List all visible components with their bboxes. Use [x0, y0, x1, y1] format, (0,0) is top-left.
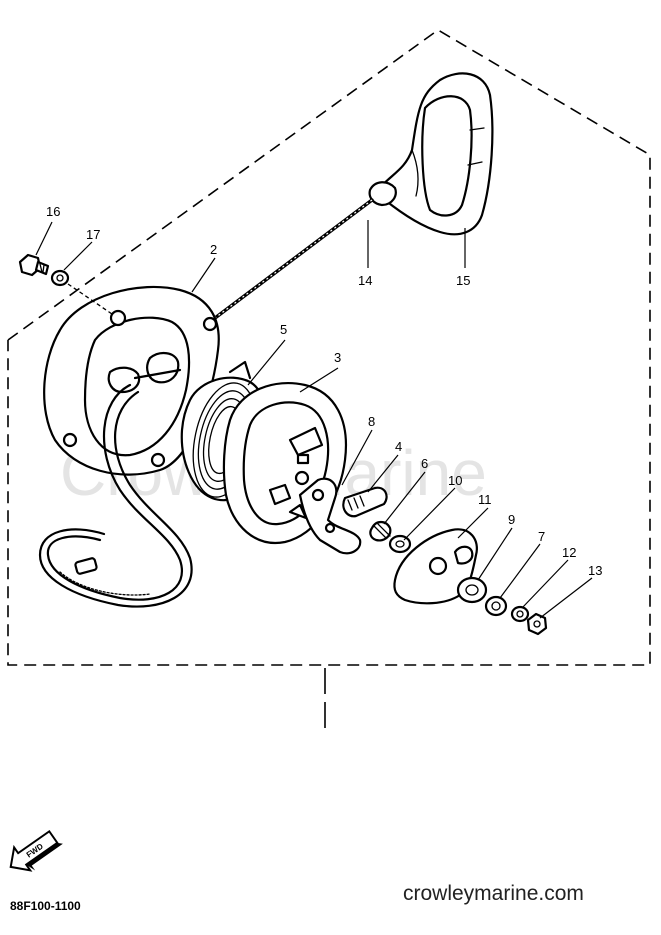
nut-13 — [526, 612, 548, 636]
washer-9 — [456, 576, 488, 604]
bolt-dash-leader — [67, 283, 113, 315]
rope-guide-hose — [38, 383, 193, 608]
callout-2: 2 — [210, 242, 217, 257]
diagram-code: 88F100-1100 — [10, 899, 81, 913]
assembly-boundary — [7, 29, 651, 666]
callout-6: 6 — [421, 456, 428, 471]
spring-small — [369, 520, 392, 542]
washer-7 — [484, 595, 508, 617]
callout-16: 16 — [46, 204, 60, 219]
drive-pawl — [298, 477, 362, 555]
callout-17: 17 — [86, 227, 100, 242]
washer-10 — [388, 534, 412, 554]
callout-14: 14 — [358, 273, 372, 288]
callout-13: 13 — [588, 563, 602, 578]
callout-8: 8 — [368, 414, 375, 429]
callout-10: 10 — [448, 473, 462, 488]
washer-17 — [50, 269, 70, 287]
callout-4: 4 — [395, 439, 402, 454]
callout-9: 9 — [508, 512, 515, 527]
leader-lines — [35, 220, 593, 619]
drive-plate — [393, 528, 478, 605]
callout-5: 5 — [280, 322, 287, 337]
website-label: crowleymarine.com — [403, 882, 584, 905]
starter-handle — [368, 72, 494, 236]
starter-housing — [43, 285, 220, 476]
bolt-16 — [18, 253, 50, 277]
starter-rope — [213, 198, 374, 320]
callout-15: 15 — [456, 273, 470, 288]
fwd-arrow-icon: FWD — [9, 829, 63, 872]
callout-3: 3 — [334, 350, 341, 365]
callout-12: 12 — [562, 545, 576, 560]
callout-7: 7 — [538, 529, 545, 544]
lock-washer-12 — [510, 605, 530, 623]
callout-11: 11 — [478, 492, 492, 507]
pawl-spring — [342, 486, 388, 518]
callout-numbers: 16 17 2 14 15 5 3 8 4 6 10 11 9 7 12 13 — [46, 204, 602, 578]
